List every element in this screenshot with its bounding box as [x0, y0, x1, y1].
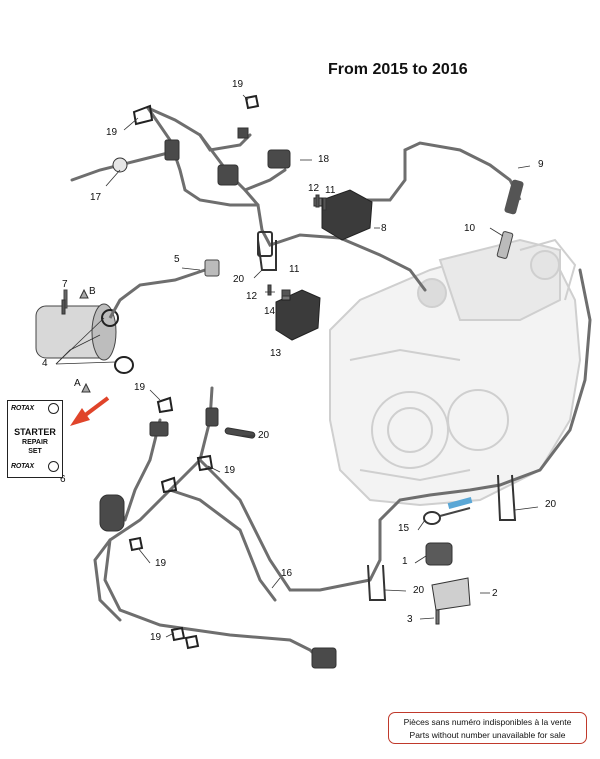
callout-6: 6 [60, 474, 66, 485]
small-hardware [61, 194, 327, 393]
callout-12: 12 [246, 291, 258, 302]
callout-11: 11 [325, 185, 336, 196]
sensor-bracket-group [423, 496, 473, 625]
availability-notice: Pièces sans numéro indisponibles à la ve… [388, 712, 587, 744]
callout-11: 11 [289, 264, 300, 275]
callout-19: 19 [155, 558, 167, 569]
engine-ghost [329, 238, 582, 507]
callout-19: 19 [232, 79, 244, 90]
card-line-set: SET [28, 448, 42, 455]
upper-harness [70, 106, 492, 292]
rotax-logo: ROTAX [11, 463, 34, 470]
callout-18: 18 [318, 154, 330, 165]
callout-16: 16 [281, 568, 293, 579]
upper-harness-connectors [112, 127, 291, 257]
callout-5: 5 [174, 254, 180, 265]
callout-10: 10 [464, 223, 476, 234]
callout-20: 20 [233, 274, 245, 285]
callout-20: 20 [545, 499, 557, 510]
seal-icon [48, 403, 59, 414]
callout-19: 19 [134, 382, 146, 393]
callout-1: 1 [402, 556, 408, 567]
lower-harness [93, 268, 592, 662]
card-line-starter: STARTER [14, 427, 56, 437]
callout-19: 19 [150, 632, 162, 643]
callout-12: 12 [308, 183, 320, 194]
starter-repair-set-card: ROTAX STARTER REPAIR SET ROTAX [7, 400, 63, 478]
callout-8: 8 [381, 223, 387, 234]
callout-20: 20 [413, 585, 425, 596]
callout-9: 9 [538, 159, 544, 170]
diagram-title: From 2015 to 2016 [328, 61, 468, 78]
callout-15: 15 [398, 523, 410, 534]
notice-line-fr: Pièces sans numéro indisponibles à la ve… [403, 717, 572, 727]
callout-19: 19 [106, 127, 118, 138]
callout-13: 13 [270, 348, 282, 359]
callout-2: 2 [492, 588, 498, 599]
notice-line-en: Parts without number unavailable for sal… [409, 730, 566, 740]
loop-clamps [257, 239, 517, 601]
callout-3: 3 [407, 614, 413, 625]
red-arrow [70, 396, 110, 426]
callout-B: B [89, 286, 96, 297]
rotax-logo: ROTAX [11, 405, 34, 412]
ecu-parts [275, 189, 373, 341]
starter-cable [108, 259, 220, 319]
callout-4: 4 [42, 358, 48, 369]
leader-lines [55, 94, 539, 638]
spark-plug-group [489, 163, 524, 259]
callout-A: A [74, 378, 81, 389]
lower-harness-connectors [99, 407, 337, 669]
callout-20: 20 [258, 430, 270, 441]
callout-19: 19 [224, 465, 236, 476]
callout-7: 7 [62, 279, 68, 290]
clips-19 [128, 94, 260, 650]
card-line-repair: REPAIR [22, 439, 48, 446]
callout-14: 14 [264, 306, 276, 317]
callout-17: 17 [90, 192, 102, 203]
seal-icon [48, 461, 59, 472]
